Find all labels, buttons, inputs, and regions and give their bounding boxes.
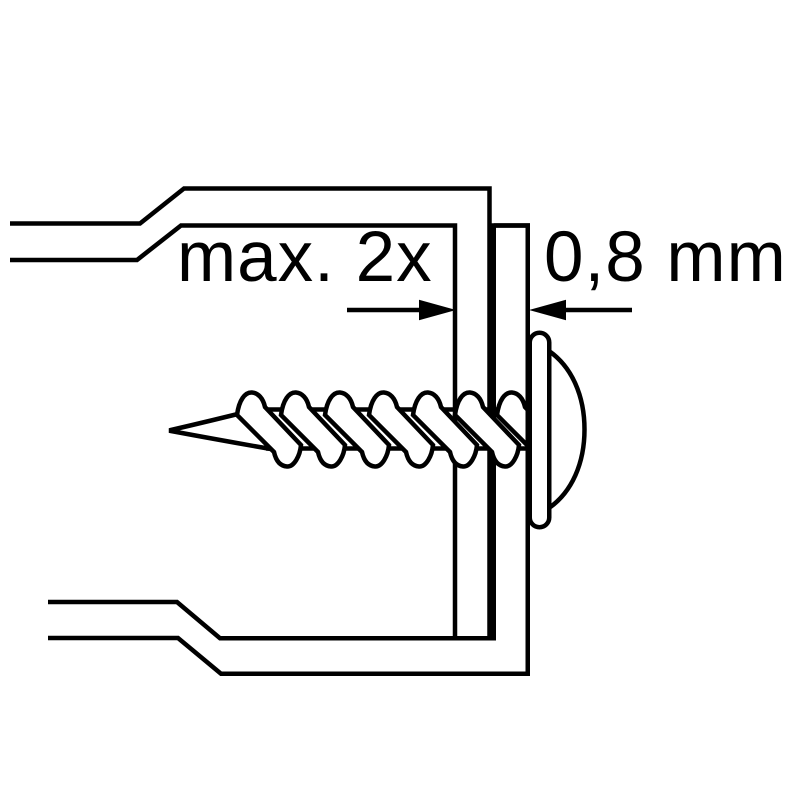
thread-turn <box>452 390 522 469</box>
screw-head-dome <box>546 346 587 513</box>
max-layers-label: max. 2x <box>177 218 433 297</box>
arrowhead-right-icon <box>419 299 456 321</box>
thread-turn <box>322 390 392 469</box>
arrowhead-left-icon <box>529 299 566 321</box>
upper-wall-inner-line <box>10 223 458 637</box>
thread-turn <box>410 390 480 469</box>
second-web-front-line <box>493 223 530 674</box>
upper-wall-outer-line <box>10 186 492 638</box>
sheet-thickness-label: 0,8 mm <box>544 218 787 297</box>
upper-profile-wall <box>10 186 492 638</box>
dimension-arrow-left <box>529 299 632 321</box>
dimension-arrow-right <box>347 299 456 321</box>
thread-turn <box>234 390 304 469</box>
thread-turn <box>278 390 348 469</box>
thread-turn <box>366 390 436 469</box>
screw-thread <box>234 390 564 469</box>
washer-flange <box>527 330 552 530</box>
